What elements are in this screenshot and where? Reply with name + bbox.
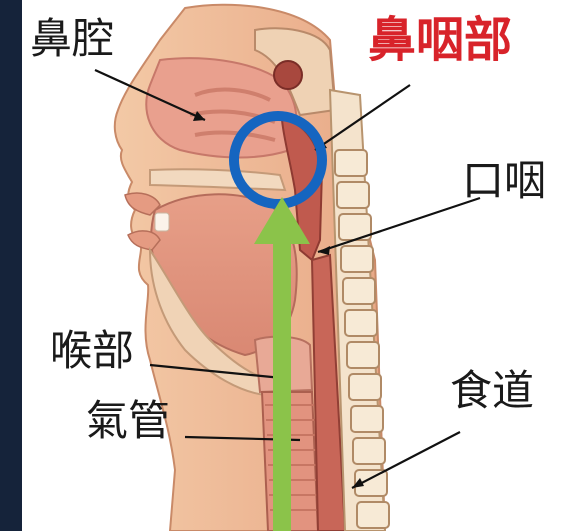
up-arrow-shaft [273, 242, 291, 531]
front-teeth [155, 213, 169, 231]
diagram-title: 鼻咽部 [368, 16, 512, 64]
label-laryngopharynx: 喉部 [50, 330, 134, 372]
label-oropharynx: 口咽 [462, 160, 546, 202]
label-esophagus: 食道 [450, 370, 534, 412]
sphenoid-sinus [274, 61, 302, 89]
label-nasal-cavity: 鼻腔 [30, 18, 114, 60]
label-trachea: 氣管 [86, 400, 170, 442]
lower-lip [128, 231, 160, 250]
